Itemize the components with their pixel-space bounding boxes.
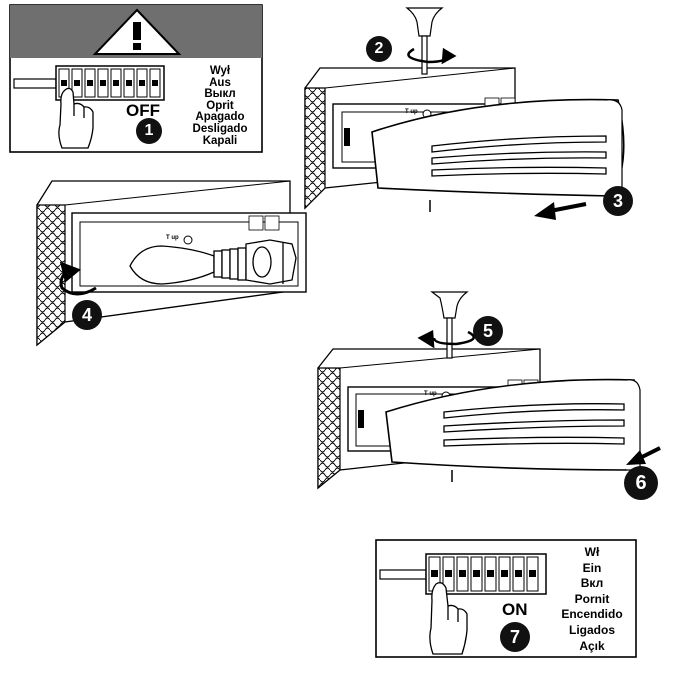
- on-label: Вкл: [580, 576, 604, 591]
- step-5-badge: 5: [473, 316, 503, 346]
- step-3-badge: 3: [603, 186, 633, 216]
- off-label: Aus: [209, 76, 231, 89]
- off-label: Выкл: [204, 88, 236, 101]
- off-state-title: OFF: [126, 101, 160, 120]
- step-1-badge: 1: [136, 118, 162, 144]
- off-label: Kapali: [202, 134, 238, 147]
- push-arrow-icon: [626, 446, 661, 465]
- rotate-arrow-icon: [407, 47, 457, 65]
- fixture-mark: T up: [405, 109, 418, 115]
- panel-off: [9, 4, 263, 153]
- off-state-labels: Wył Aus Выкл Oprit Apagado Desligado Kap…: [178, 65, 262, 147]
- hand-icon: [429, 582, 468, 655]
- off-label: Wył: [209, 65, 231, 77]
- on-label: Ligados: [568, 622, 615, 637]
- screwdriver-icon: [405, 7, 444, 75]
- panel-on: [375, 539, 637, 658]
- fixture-mark: T up: [166, 235, 179, 241]
- fixture-open: [304, 7, 625, 220]
- on-state-labels: Wł Ein Вкл Pornit Encendido Ligados Açık: [550, 545, 634, 654]
- warning-icon: [92, 8, 182, 55]
- off-label: Desligado: [192, 122, 248, 135]
- bulb-icon: [129, 239, 297, 285]
- off-label: Apagado: [195, 111, 245, 124]
- switch-icon: [379, 553, 547, 595]
- off-label: Oprit: [206, 99, 234, 112]
- step-6-badge: 6: [624, 466, 658, 500]
- fixture-bulb: [36, 180, 307, 347]
- step-7-badge: 7: [500, 622, 530, 652]
- step-2-badge: 2: [366, 36, 392, 62]
- step-4-badge: 4: [72, 300, 102, 330]
- on-label: Encendido: [561, 607, 623, 622]
- screwdriver-icon: [430, 291, 469, 359]
- push-arrow-icon: [534, 202, 587, 220]
- hand-icon: [58, 87, 94, 149]
- on-label: Wł: [584, 545, 600, 559]
- on-label: Pornit: [574, 591, 610, 606]
- rotate-arrow-icon: [59, 261, 97, 296]
- on-label: Açık: [579, 638, 605, 653]
- switch-icon: [13, 65, 165, 101]
- on-label: Ein: [582, 560, 602, 575]
- fixture-mark: T up: [424, 391, 437, 397]
- fixture-close: [317, 291, 661, 490]
- on-state-title: ON: [502, 600, 528, 619]
